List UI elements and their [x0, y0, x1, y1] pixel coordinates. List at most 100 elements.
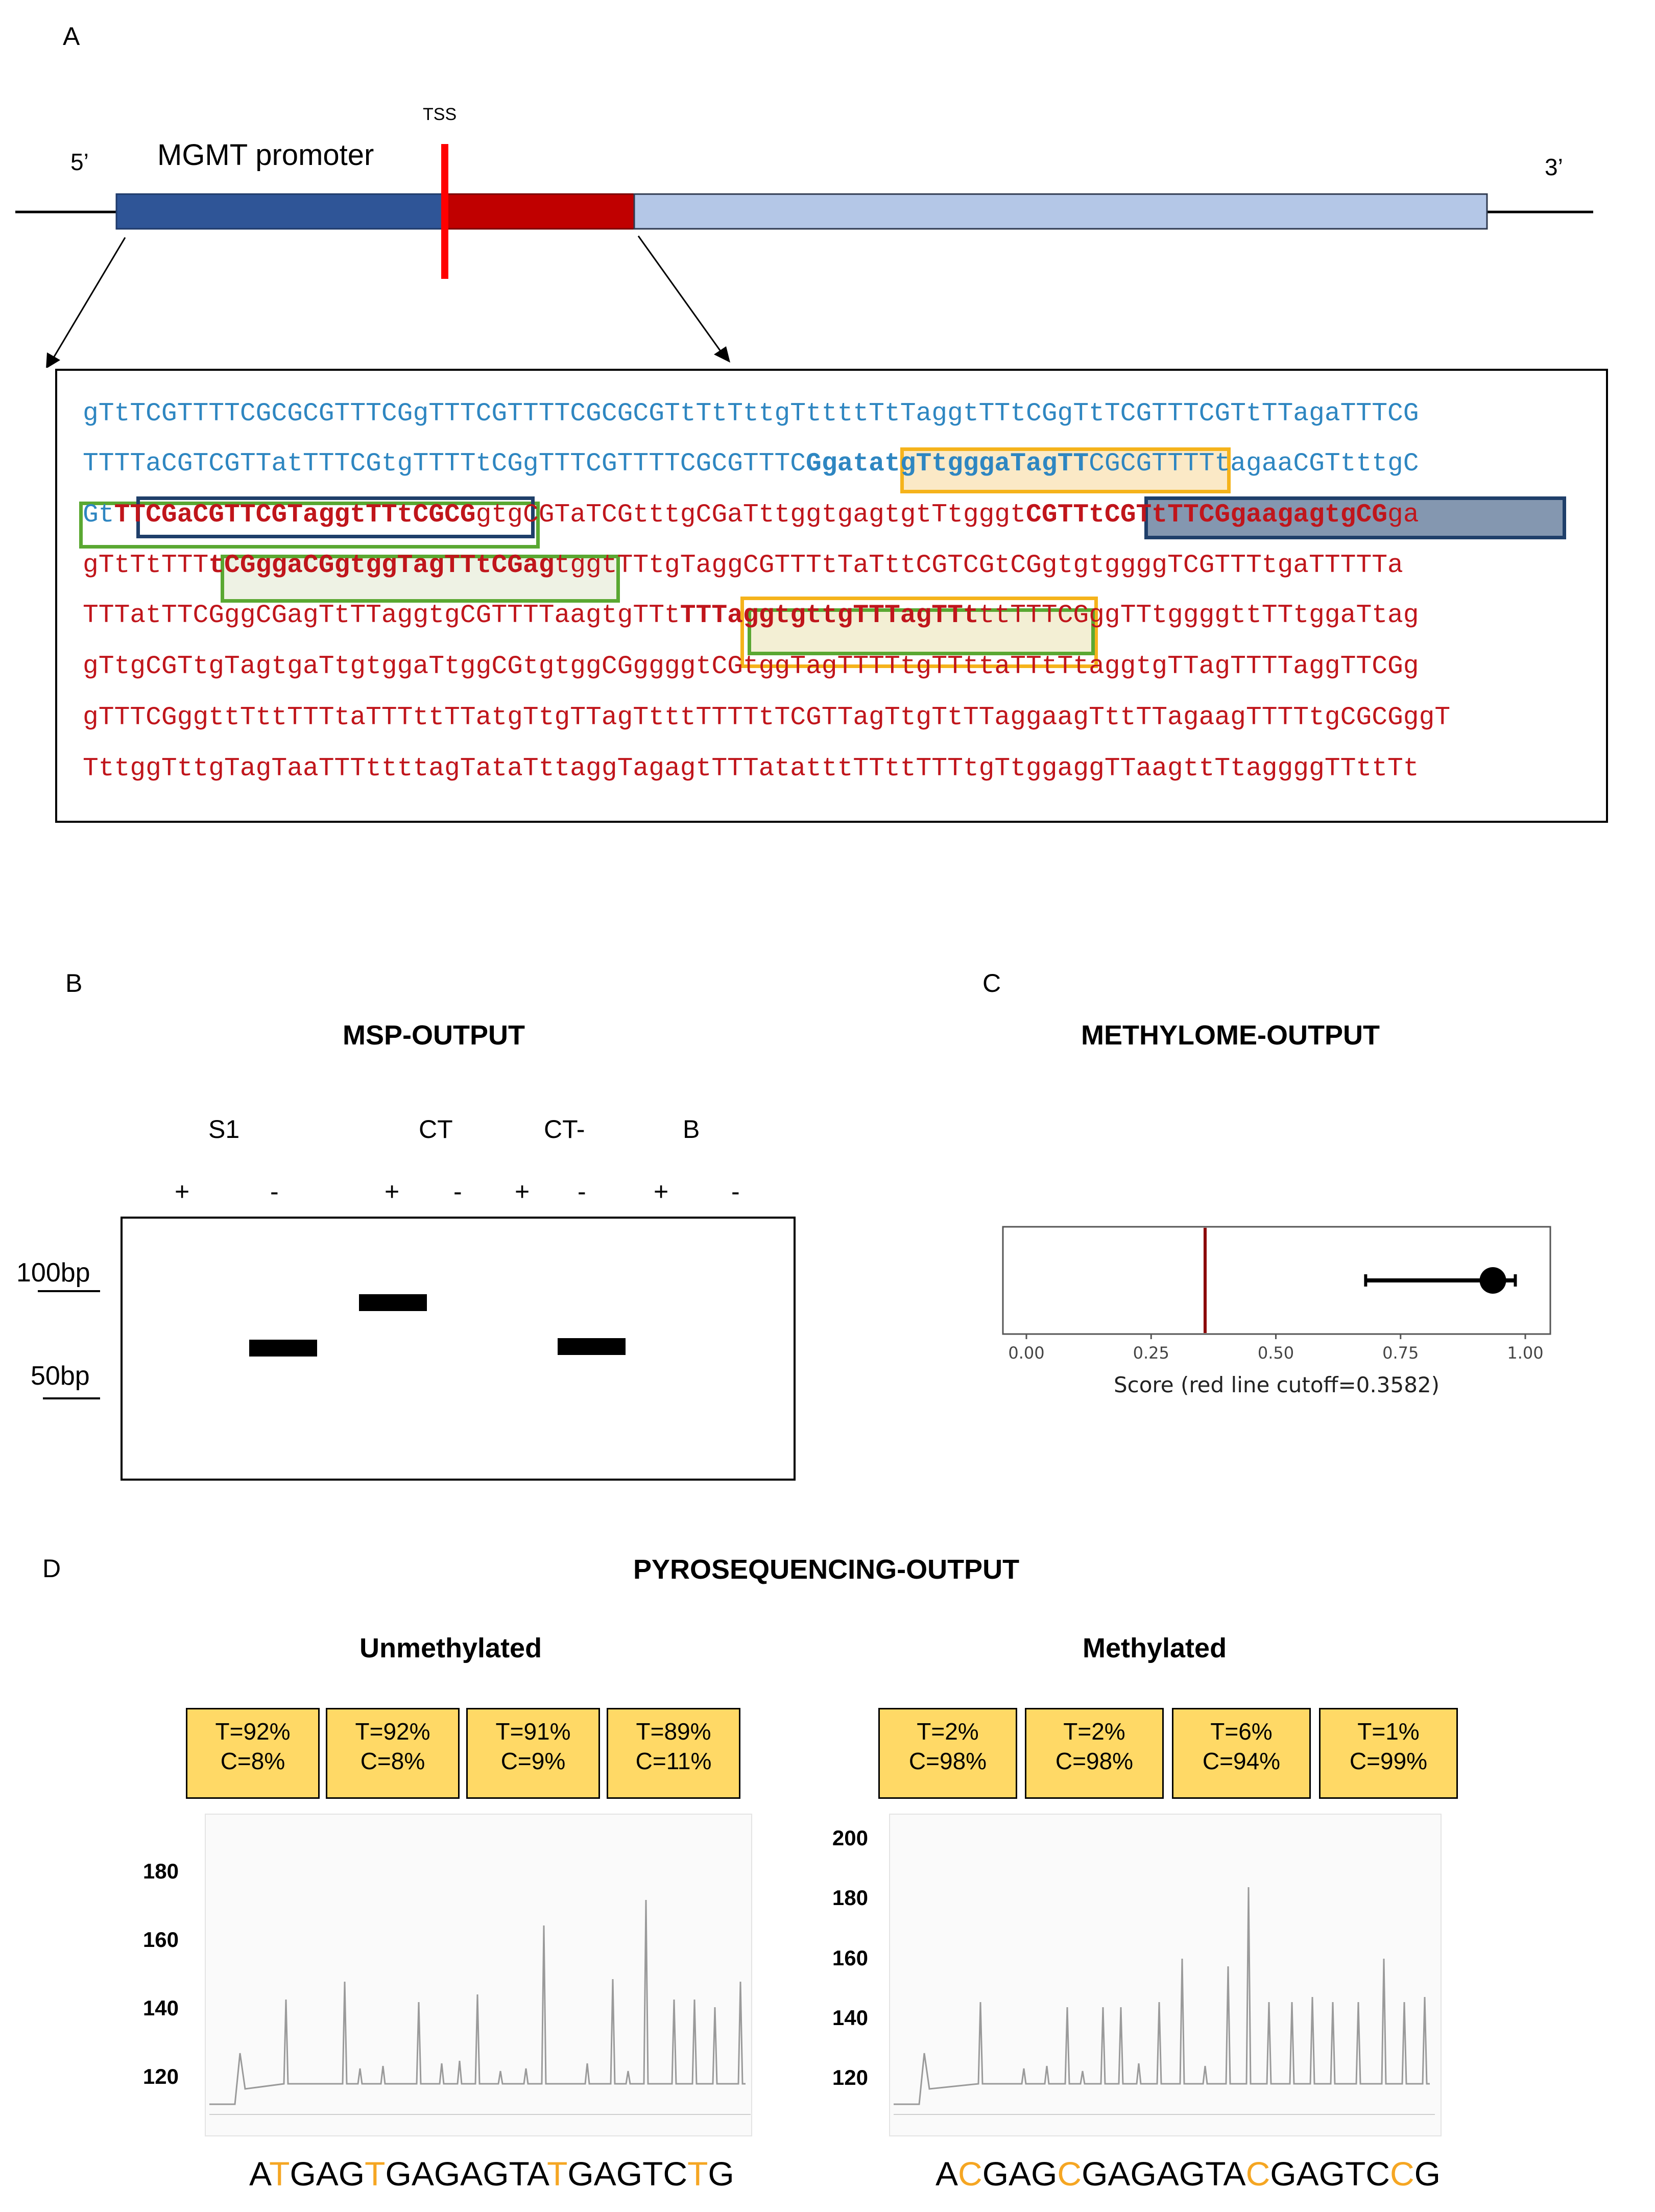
lane-sign: -	[270, 1177, 279, 1206]
meth-box: T=1%C=99%	[1319, 1708, 1458, 1799]
lane-sign: +	[515, 1177, 530, 1206]
pyrogram-trace	[894, 1887, 1430, 2105]
sequence-base: GAGAGTA	[385, 2155, 547, 2193]
gel-band	[558, 1338, 626, 1355]
lane-sign: -	[578, 1177, 586, 1206]
promoter-region	[115, 193, 448, 230]
sequence-segment: gTTTCGggttTttTTTtaTTTttTTatgTtgTTagTtttT…	[83, 703, 1451, 732]
group-label-b: B	[683, 1115, 700, 1144]
panel-a-letter: A	[63, 22, 80, 51]
group-label-s1: S1	[208, 1115, 240, 1144]
methylated-title: Methylated	[1083, 1633, 1227, 1663]
sequence-segment: ttTTTCGggTTtggggttTTtggaTtag	[978, 601, 1419, 630]
lane-sign: -	[453, 1177, 462, 1206]
x-tick-label: 0.75	[1382, 1343, 1419, 1363]
meth-box: T=2%C=98%	[1025, 1708, 1164, 1799]
exon-light-region	[633, 193, 1488, 230]
sequence-segment: TTTatTTCGggCGagTtTTaggtgCGTTTTaagtgTTt	[83, 601, 680, 630]
sequence-segment: gTtTCGTTTTCGCGCGTTTCGgTTTCGTTTTCGCGCGTtT…	[83, 399, 1419, 429]
sequence-base: GAGTC	[567, 2155, 688, 2193]
arrow-left	[53, 237, 126, 358]
highlight-primer-3	[136, 496, 535, 538]
group-label-ct: CT	[419, 1115, 453, 1144]
sequence-segment: TTCGaCGTTCGTaggtTTtCGCG	[114, 500, 476, 530]
sequence-box: gTtTCGTTTTCGCGCGTTTCGgTTTCGTTTTCGCGCGTtT…	[55, 369, 1608, 823]
y-tick: 180	[142, 1859, 179, 1883]
sequence-base: GAG	[290, 2155, 365, 2193]
msp-title: MSP-OUTPUT	[343, 1020, 525, 1051]
highlight-primer-2	[79, 502, 540, 549]
score-point	[1479, 1267, 1506, 1294]
sequence-segment: TttggTttgTagTaaTTTttttagTataTttaggTagagt…	[83, 754, 1419, 783]
sequence-methylated: ACGAGCGAGAGTACGAGTCCG	[936, 2154, 1441, 2193]
sequence-base: GAGAGTA	[1082, 2155, 1246, 2193]
arrow-left-head	[46, 352, 60, 368]
gel-frame	[121, 1217, 796, 1481]
group-label-ct-neg: CT-	[544, 1115, 585, 1144]
lane-sign: +	[385, 1177, 400, 1206]
sequence-segment: gTtgCGTtgTagtgaTtgtggaTtggCGtgtggCGggggt…	[83, 652, 1419, 681]
sequence-base: GAG	[982, 2155, 1058, 2193]
highlight-primer-6	[740, 597, 1098, 668]
y-tick: 120	[142, 2064, 179, 2088]
pyrogram-methylated	[889, 1814, 1442, 2136]
pyro-title: PYROSEQUENCING-OUTPUT	[633, 1554, 1020, 1585]
promoter-label: MGMT promoter	[157, 138, 374, 172]
x-tick-label: 1.00	[1507, 1343, 1543, 1363]
exon-red-region	[446, 193, 635, 230]
y-tick: 180	[832, 1886, 868, 1910]
sequence-line: GtTTCGaCGTTCGTaggtTTtCGCGgtgCGTaTCGtttgC…	[83, 500, 1419, 530]
sequence-segment: Gt	[83, 500, 114, 530]
sequence-base: T	[365, 2155, 386, 2193]
sequence-segment: tCGggaCGgtggTagTTtCGag	[208, 551, 555, 580]
meth-box: T=6%C=94%	[1172, 1708, 1311, 1799]
arrow-right-head	[714, 346, 730, 363]
highlight-primer-1	[900, 447, 1231, 493]
x-tick-label: 0.50	[1258, 1343, 1294, 1363]
sequence-segment: CGCGTTTTtagaaCGTtttgC	[1089, 449, 1419, 479]
lane-sign: +	[654, 1177, 669, 1206]
y-tick: 160	[142, 1928, 179, 1952]
sequence-segment: CGTTtCGTtTTCGgaagagtgCG	[1026, 500, 1388, 530]
highlight-primer-5	[221, 555, 620, 603]
three-prime-label: 3’	[1545, 154, 1563, 180]
unmeth-box: T=92%C=8%	[186, 1708, 320, 1799]
sequence-base: GAGTC	[1270, 2155, 1390, 2193]
sequence-line: TttggTttgTagTaaTTTttttagTataTttaggTagagt…	[83, 754, 1419, 783]
panel-c-letter: C	[982, 969, 1001, 997]
panel-b-letter: B	[65, 969, 83, 997]
y-tick: 120	[832, 2065, 868, 2089]
marker-50bp: 50bp	[31, 1361, 90, 1391]
sequence-line: gTtTtTTTtCGggaCGgtggTagTTtCGagtggtTTtgTa…	[83, 551, 1403, 580]
sequence-base: G	[708, 2155, 734, 2193]
sequence-unmethylated: ATGAGTGAGAGTATGAGTCTG	[249, 2154, 734, 2193]
y-tick: 140	[142, 1996, 179, 2020]
sequence-base: T	[687, 2155, 708, 2193]
sequence-line: TTTTaCGTCGTTatTTTCGtgTTTTtCGgTTTCGTTTTCG…	[83, 449, 1419, 479]
sequence-segment: gTtTtTTT	[83, 551, 209, 580]
panel-d-letter: D	[42, 1554, 61, 1583]
y-tick: 200	[832, 1826, 868, 1850]
lane-sign: +	[175, 1177, 190, 1206]
highlight-primer-4	[1144, 496, 1566, 539]
highlight-primer-7	[748, 608, 1095, 655]
pyrogram-trace	[209, 1899, 746, 2105]
sequence-segment: GgatatgTtgggaTagTT	[806, 449, 1089, 479]
methylome-chart: 0.00 0.25 0.50 0.75 1.00 Score (red line cut…	[1002, 1226, 1551, 1397]
tss-label: TSS	[423, 105, 457, 124]
sequence-segment: ga	[1387, 500, 1419, 530]
sequence-base: T	[269, 2155, 290, 2193]
unmeth-box: T=91%C=9%	[466, 1708, 600, 1799]
x-tick-label: 0.00	[1008, 1343, 1044, 1363]
x-tick-label: 0.25	[1133, 1343, 1169, 1363]
meth-box: T=2%C=98%	[878, 1708, 1017, 1799]
sequence-line: gTTTCGggttTttTTTtaTTTttTTatgTtgTTagTtttT…	[83, 703, 1450, 732]
sequence-line: TTTatTTCGggCGagTtTTaggtgCGTTTTaagtgTTtTT…	[83, 601, 1419, 630]
sequence-segment: tggtTTtgTaggCGTTTtTaTttCGTCGtCGgtgtggggT…	[554, 551, 1403, 580]
sequence-base: C	[1057, 2155, 1082, 2193]
methylome-xlabel: Score (red line cutoff=0.3582)	[1114, 1372, 1440, 1397]
sequence-base: A	[936, 2155, 958, 2193]
gene-diagram	[15, 144, 1593, 368]
sequence-line: gTtgCGTtgTagtgaTtgtggaTtggCGtgtggCGggggt…	[83, 652, 1419, 681]
sequence-base: G	[1414, 2155, 1441, 2193]
